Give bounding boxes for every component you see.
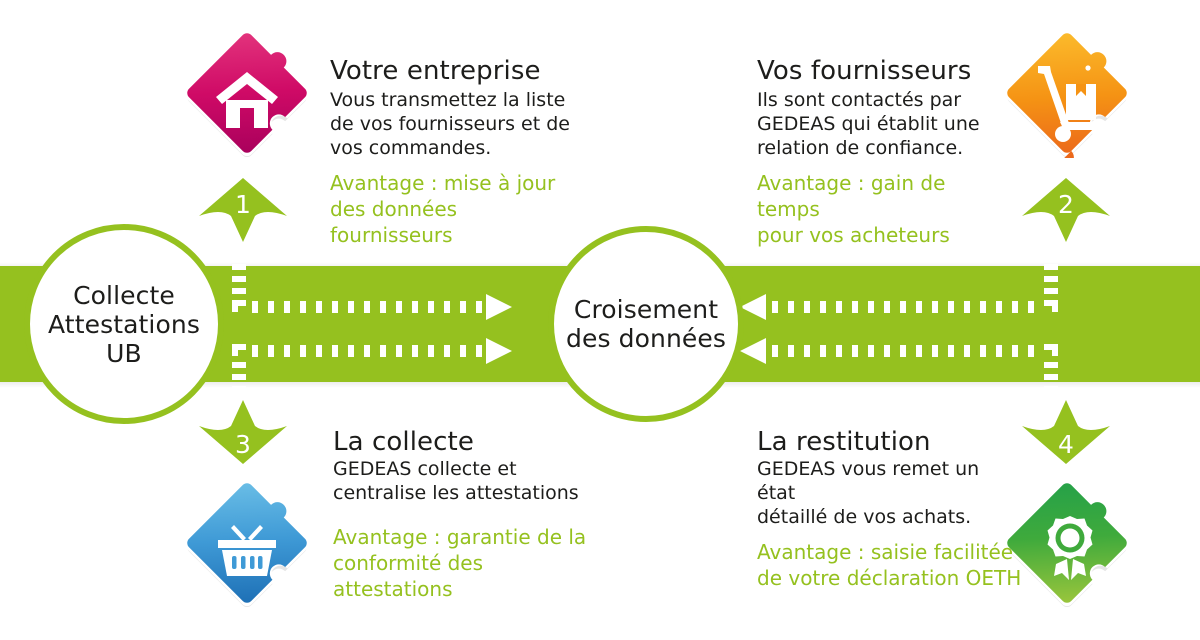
shopping-basket-icon[interactable]: [182, 478, 312, 608]
step-number-4: 4: [1058, 430, 1074, 459]
hub-circle-collecte-label: Collecte Attestations UB: [48, 280, 200, 368]
award-rosette-icon[interactable]: [1002, 478, 1132, 608]
flow-arrows: [232, 264, 1058, 390]
step-body-1: Vous transmettez la liste de vos fournis…: [330, 89, 570, 159]
step-title-1: Votre entreprise: [330, 56, 541, 86]
step-arrow-1: 1: [197, 176, 289, 244]
hub-circle-croisement-label: Croisement des données: [566, 295, 726, 353]
step-advantage-1: Avantage : mise à jour des données fourn…: [330, 170, 556, 247]
step-arrow-3: 3: [197, 398, 289, 466]
step-title-2: Vos fournisseurs: [757, 56, 972, 86]
step-advantage-2: Avantage : gain de temps pour vos achete…: [757, 170, 950, 247]
step-block-4: La restitution GEDEAS vous remet un état…: [757, 427, 1022, 591]
step-title-3: La collecte: [333, 427, 474, 457]
step-advantage-3: Avantage : garantie de la conformité des…: [333, 524, 587, 601]
step-number-3: 3: [235, 430, 251, 459]
step-body-2: Ils sont contactés par GEDEAS qui établi…: [757, 89, 980, 159]
step-block-3: La collecte GEDEAS collecte et centralis…: [333, 427, 593, 602]
hand-truck-icon[interactable]: [1002, 28, 1132, 167]
step-arrow-2: 2: [1020, 176, 1112, 244]
step-block-1: Votre entreprise Vous transmettez la lis…: [330, 56, 570, 248]
step-number-1: 1: [235, 190, 251, 219]
step-block-2: Vos fournisseurs Ils sont contactés par …: [757, 56, 1007, 248]
step-body-3: GEDEAS collecte et centralise les attest…: [333, 458, 579, 505]
step-arrow-4: 4: [1020, 398, 1112, 466]
step-body-4: GEDEAS vous remet un état détaillé de vo…: [757, 458, 980, 528]
hub-circle-collecte[interactable]: Collecte Attestations UB: [24, 224, 224, 424]
step-advantage-4: Avantage : saisie facilitée de votre déc…: [757, 539, 1022, 590]
step-number-2: 2: [1058, 190, 1074, 219]
step-title-4: La restitution: [757, 427, 931, 457]
hub-circle-croisement[interactable]: Croisement des données: [548, 226, 744, 422]
house-icon[interactable]: [182, 28, 312, 158]
